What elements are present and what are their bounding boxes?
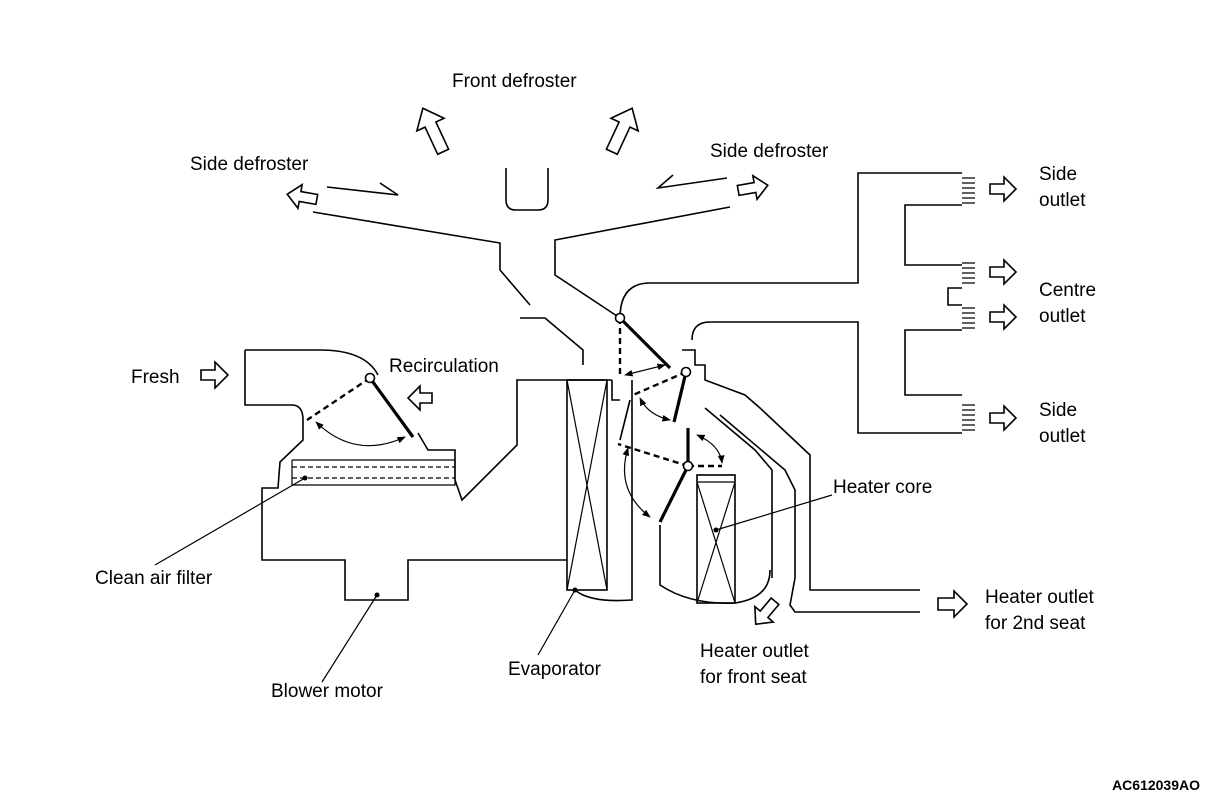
front-defroster-arrow-right bbox=[605, 107, 640, 156]
figure-code: AC612039AO bbox=[1112, 777, 1200, 793]
side-defroster-right-label: Side defroster bbox=[710, 141, 829, 162]
clean-air-filter-label: Clean air filter bbox=[95, 568, 213, 589]
centre-outlet-label-2: outlet bbox=[1039, 306, 1086, 327]
centre-outlet-arrow-lower bbox=[989, 303, 1018, 331]
heater-outlet-front-arrow bbox=[753, 596, 780, 626]
heater-section bbox=[611, 349, 920, 613]
centre-outlet-label-1: Centre bbox=[1039, 280, 1096, 301]
heater-outlet-2nd-label-1: Heater outlet bbox=[985, 587, 1095, 608]
outlet-ducts bbox=[619, 172, 975, 434]
heater-core-label: Heater core bbox=[833, 477, 932, 498]
side-outlet-top-label-1: Side bbox=[1039, 164, 1077, 185]
heater-outlet-2nd-label-2: for 2nd seat bbox=[985, 613, 1086, 634]
front-defroster-arrow-left bbox=[415, 107, 450, 156]
evaporator-core bbox=[566, 379, 633, 602]
recirculation-arrow bbox=[406, 384, 433, 412]
side-outlet-bottom-label-1: Side bbox=[1039, 400, 1077, 421]
recirculation-label: Recirculation bbox=[389, 356, 499, 377]
defroster-ducts bbox=[312, 168, 731, 365]
side-outlet-bottom-arrow bbox=[989, 404, 1018, 432]
evaporator-label: Evaporator bbox=[508, 659, 602, 680]
leader-lines bbox=[154, 475, 833, 683]
side-defroster-left-arrow bbox=[286, 183, 319, 211]
blower-motor-label: Blower motor bbox=[271, 681, 384, 702]
heater-outlet-front-label-2: for front seat bbox=[700, 667, 807, 688]
centre-outlet-arrow-upper bbox=[989, 258, 1018, 286]
side-defroster-right-arrow bbox=[736, 174, 769, 202]
fresh-label: Fresh bbox=[131, 367, 180, 388]
fresh-air-arrow bbox=[200, 360, 230, 390]
side-outlet-top-label-2: outlet bbox=[1039, 190, 1086, 211]
heater-outlet-front-label-1: Heater outlet bbox=[700, 641, 810, 662]
side-outlet-top-arrow bbox=[989, 175, 1018, 203]
front-defroster-label: Front defroster bbox=[452, 71, 577, 92]
heater-outlet-2nd-arrow bbox=[937, 589, 969, 619]
dampers bbox=[306, 312, 725, 523]
intake-box bbox=[244, 349, 612, 601]
side-outlet-bottom-label-2: outlet bbox=[1039, 426, 1086, 447]
side-defroster-left-label: Side defroster bbox=[190, 154, 309, 175]
